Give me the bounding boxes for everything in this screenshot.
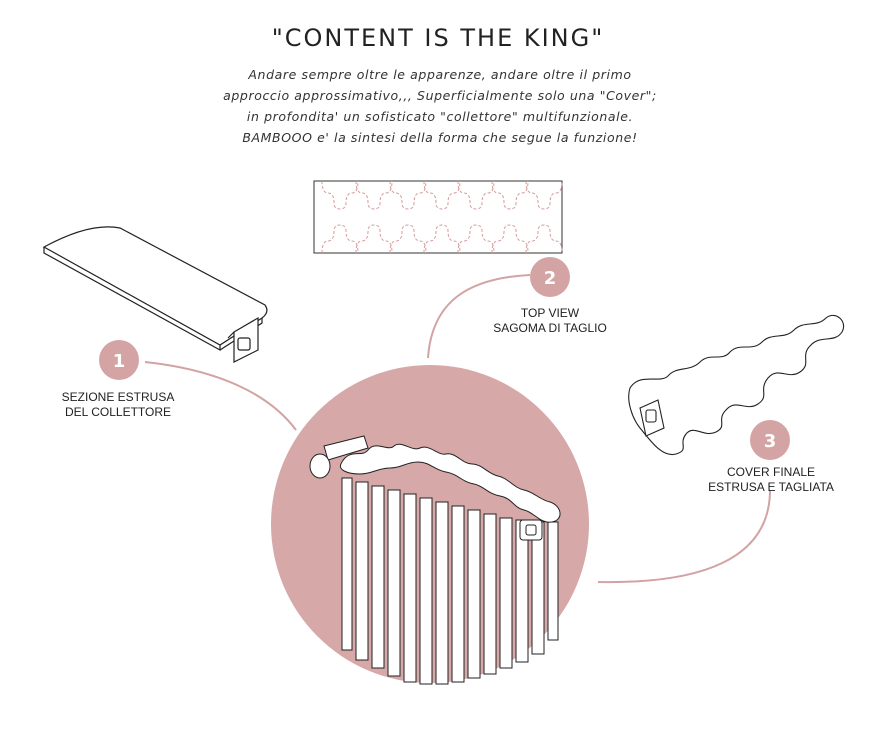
- intro-line: BAMBOOO e' la sintesi della forma che se…: [242, 130, 638, 145]
- connector-1: [144, 361, 297, 431]
- step-badge-2: 2: [530, 257, 570, 297]
- step-label-1-line2: DEL COLLETTORE: [64, 405, 172, 419]
- intro-line: approccio approssimativo,,, Superficialm…: [223, 88, 657, 103]
- step-label-3-line1: COVER FINALE: [726, 465, 816, 479]
- step-badge-3: 3: [750, 420, 790, 460]
- wavy-cover-icon: [628, 314, 844, 456]
- step-label-3: COVER FINALE ESTRUSA E TAGLIATA: [696, 465, 846, 495]
- intro-text: Andare sempre oltre le apparenze, andare…: [180, 64, 700, 148]
- intro-line: Andare sempre oltre le apparenze, andare…: [248, 67, 632, 82]
- intro-line: in profondita' un sofisticato "collettor…: [246, 109, 634, 124]
- step-label-2-line1: TOP VIEW: [520, 306, 580, 320]
- step-label-2: TOP VIEW SAGOMA DI TAGLIO: [480, 306, 620, 336]
- step-label-3-line2: ESTRUSA E TAGLIATA: [708, 480, 834, 494]
- step-number-1: 1: [113, 351, 126, 372]
- step-number-2: 2: [544, 268, 557, 289]
- step-label-2-line2: SAGOMA DI TAGLIO: [493, 321, 607, 335]
- connector-3: [597, 489, 771, 584]
- step-badge-1: 1: [99, 340, 139, 380]
- connector-2: [427, 274, 531, 359]
- step-number-3: 3: [764, 431, 777, 452]
- page-title: "CONTENT IS THE KING": [271, 24, 605, 52]
- radiator-icon: [309, 435, 561, 685]
- step-label-1: SEZIONE ESTRUSA DEL COLLETTORE: [48, 390, 188, 420]
- step-label-1-line1: SEZIONE ESTRUSA: [61, 390, 175, 404]
- extruded-profile-icon: [42, 226, 268, 363]
- cut-template-icon: [313, 180, 563, 254]
